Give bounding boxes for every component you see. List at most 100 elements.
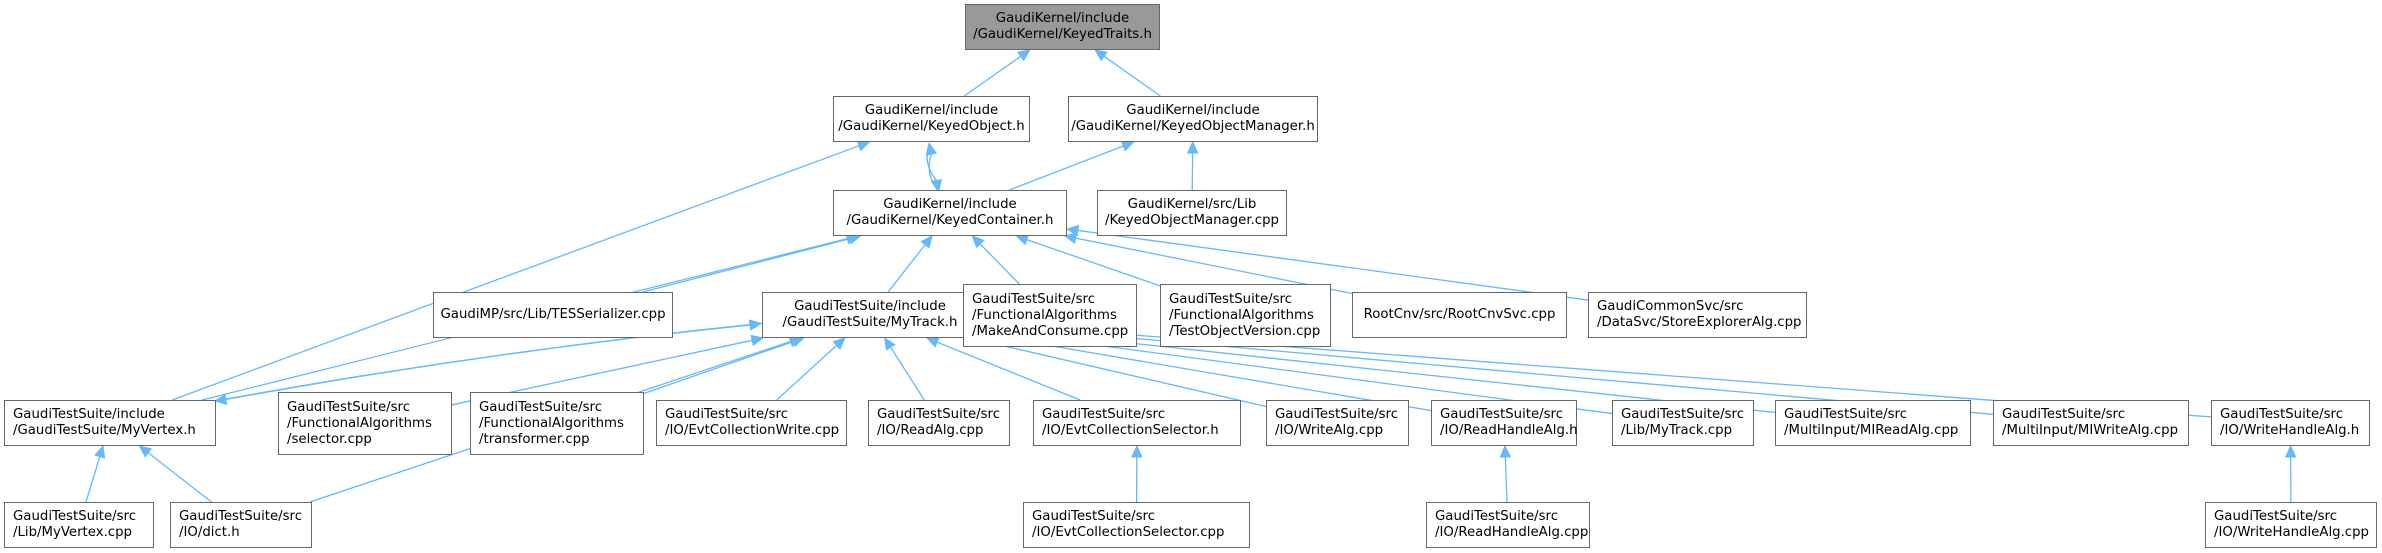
edge-arrowhead xyxy=(1065,224,1080,237)
node-label-line: /IO/ReadHandleAlg.h xyxy=(1440,423,1578,438)
node-label-line: /IO/ReadHandleAlg.cpp xyxy=(1435,525,1589,540)
node-label-line: /KeyedObjectManager.cpp xyxy=(1105,213,1279,228)
node-readhandlealg-h[interactable]: GaudiTestSuite/src /IO/ReadHandleAlg.h xyxy=(1431,400,1578,446)
node-label-line: GaudiCommonSvc/src xyxy=(1597,299,1744,314)
edge-arrowhead xyxy=(1063,232,1078,244)
edge-readhandlealg_cpp-to-readhandlealg_h xyxy=(1504,456,1508,503)
edge-arrowhead xyxy=(1015,234,1030,246)
node-label-line: /GaudiKernel/KeyedObject.h xyxy=(838,119,1025,134)
node-label-line: GaudiTestSuite/src xyxy=(1440,407,1564,422)
node-keyedcontainer-h[interactable]: GaudiKernel/include /GaudiKernel/KeyedCo… xyxy=(833,190,1067,236)
node-tesserializer-cpp[interactable]: GaudiMP/src/Lib/TESSerializer.cpp xyxy=(433,292,673,338)
node-keyedobjectmanager-cpp[interactable]: GaudiKernel/src/Lib /KeyedObjectManager.… xyxy=(1097,190,1287,236)
edge-arrowhead xyxy=(2284,444,2297,458)
node-label-line: /IO/dict.h xyxy=(179,525,240,540)
node-label-line: GaudiTestSuite/src xyxy=(2220,407,2344,422)
node-label-line: /IO/WriteHandleAlg.cpp xyxy=(2214,525,2369,540)
node-transformer-cpp[interactable]: GaudiTestSuite/src /FunctionalAlgorithms… xyxy=(470,392,644,455)
edge-arrowhead xyxy=(1120,140,1135,152)
node-myvertex-cpp[interactable]: GaudiTestSuite/src /Lib/MyVertex.cpp xyxy=(4,502,154,548)
node-label-line: GaudiTestSuite/src xyxy=(1435,509,1559,524)
edge-arrowhead xyxy=(750,334,765,347)
node-label-line: /selector.cpp xyxy=(287,431,372,447)
node-keyedtraits-h[interactable]: GaudiKernel/include /GaudiKernel/KeyedTr… xyxy=(965,4,1160,50)
edge-storeexploreralg-to-keyedcontainer xyxy=(1077,229,1589,301)
node-selector-cpp[interactable]: GaudiTestSuite/src /FunctionalAlgorithms… xyxy=(278,392,452,455)
edge-keyedcontainer-to-keyedobjectmanager_h xyxy=(1009,145,1124,191)
node-label-line: /GaudiTestSuite/MyVertex.h xyxy=(13,423,196,438)
node-writealg-cpp[interactable]: GaudiTestSuite/src /IO/WriteAlg.cpp xyxy=(1266,400,1409,446)
node-mytrack-cpp[interactable]: GaudiTestSuite/src /Lib/MyTrack.cpp xyxy=(1612,400,1754,446)
node-label-line: /IO/EvtCollectionSelector.h xyxy=(1042,423,1219,438)
node-mireadalg-cpp[interactable]: GaudiTestSuite/src /MultiInput/MIReadAlg… xyxy=(1775,400,1971,446)
edge-arrowhead xyxy=(1499,444,1512,458)
edge-mytrack_h-to-myvertex_h xyxy=(225,322,762,401)
node-label-line: /MakeAndConsume.cpp xyxy=(972,323,1129,339)
node-readalg-cpp[interactable]: GaudiTestSuite/src /IO/ReadAlg.cpp xyxy=(868,400,1010,446)
node-label-line: GaudiTestSuite/src xyxy=(2214,509,2338,524)
node-label-line: /GaudiKernel/KeyedTraits.h xyxy=(973,27,1152,42)
node-evtcollectionselector-h[interactable]: GaudiTestSuite/src /IO/EvtCollectionSele… xyxy=(1033,400,1241,446)
node-label-line: /FunctionalAlgorithms xyxy=(1169,307,1314,323)
edge-transformer-to-mytrack_h xyxy=(643,340,794,394)
node-mytrack-h[interactable]: GaudiTestSuite/include /GaudiTestSuite/M… xyxy=(762,292,978,338)
node-label-line: GaudiTestSuite/src xyxy=(1032,509,1156,524)
edge-writealg-to-mytrack_h xyxy=(980,339,1267,408)
node-label-line: /MultiInput/MIReadAlg.cpp xyxy=(1784,423,1959,438)
node-label-line: GaudiTestSuite/src xyxy=(479,399,603,415)
edge-testobjectversion-to-keyedcontainer xyxy=(1026,238,1161,287)
edge-arrowhead xyxy=(920,235,933,249)
edge-evtcollectionwrite-to-mytrack_h xyxy=(776,344,838,401)
node-keyedobjectmanager-h[interactable]: GaudiKernel/include /GaudiKernel/KeyedOb… xyxy=(1068,96,1318,142)
edge-keyedobject-to-keyedtraits xyxy=(963,55,1022,97)
node-label-line: GaudiKernel/include xyxy=(1126,103,1260,118)
node-makeandconsume-cpp[interactable]: GaudiTestSuite/src /FunctionalAlgorithms… xyxy=(963,284,1137,347)
node-label-line: GaudiTestSuite/src xyxy=(972,291,1096,307)
edge-tesserializer-to-keyedcontainer xyxy=(642,238,850,293)
node-rootcnvsvc-cpp[interactable]: RootCnv/src/RootCnvSvc.cpp xyxy=(1352,292,1567,338)
node-miwritealg-cpp[interactable]: GaudiTestSuite/src /MultiInput/MIWriteAl… xyxy=(1993,400,2189,446)
node-label-line: /GaudiKernel/KeyedObjectManager.h xyxy=(1071,119,1315,134)
node-readhandlealg-cpp[interactable]: GaudiTestSuite/src /IO/ReadHandleAlg.cpp xyxy=(1426,502,1590,548)
node-label-line: GaudiTestSuite/src xyxy=(179,509,303,524)
node-storeexploreralg-cpp[interactable]: GaudiCommonSvc/src /DataSvc/StoreExplore… xyxy=(1588,292,1807,338)
edge-readalg-to-mytrack_h xyxy=(890,346,925,401)
node-label-line: /FunctionalAlgorithms xyxy=(287,415,432,431)
node-label-line: GaudiTestSuite/src xyxy=(287,399,411,415)
edge-keyedobject-to-keyedcontainer xyxy=(926,143,937,181)
node-label-line: /Lib/MyTrack.cpp xyxy=(1621,423,1733,438)
edge-evtcollectionselector_h-to-mytrack_h xyxy=(936,341,1081,401)
node-label-line: GaudiTestSuite/src xyxy=(1169,291,1293,307)
node-label-line: /DataSvc/StoreExplorerAlg.cpp xyxy=(1597,315,1802,330)
node-dict-h[interactable]: GaudiTestSuite/src /IO/dict.h xyxy=(170,502,312,548)
node-keyedobject-h[interactable]: GaudiKernel/include /GaudiKernel/KeyedOb… xyxy=(833,96,1030,142)
node-label-line: GaudiKernel/src/Lib xyxy=(1127,197,1257,212)
edge-arrowhead xyxy=(1017,49,1031,62)
node-writehandlealg-h[interactable]: GaudiTestSuite/src /IO/WriteHandleAlg.h xyxy=(2211,400,2370,446)
node-label-line: /IO/WriteHandleAlg.h xyxy=(2220,423,2360,438)
node-label-line: /IO/ReadAlg.cpp xyxy=(877,423,984,438)
node-myvertex-h[interactable]: GaudiTestSuite/include /GaudiTestSuite/M… xyxy=(4,400,216,446)
node-label-line: GaudiKernel/include xyxy=(883,197,1017,212)
node-label-line: /Lib/MyVertex.cpp xyxy=(13,525,133,540)
node-label-line: GaudiTestSuite/src xyxy=(2002,407,2126,422)
node-label-line: GaudiTestSuite/include xyxy=(794,299,946,314)
edge-arrowhead xyxy=(213,393,228,406)
node-label-line: GaudiTestSuite/src xyxy=(1621,407,1745,422)
node-label-line: /transformer.cpp xyxy=(479,431,590,447)
node-evtcollectionwrite-cpp[interactable]: GaudiTestSuite/src /IO/EvtCollectionWrit… xyxy=(656,400,847,446)
edge-arrowhead xyxy=(138,445,153,458)
node-evtcollectionselector-cpp[interactable]: GaudiTestSuite/src /IO/EvtCollectionSele… xyxy=(1023,502,1250,548)
node-label-line: GaudiTestSuite/src xyxy=(1784,407,1908,422)
node-testobjectversion-cpp[interactable]: GaudiTestSuite/src /FunctionalAlgorithms… xyxy=(1160,284,1331,347)
node-writehandlealg-cpp[interactable]: GaudiTestSuite/src /IO/WriteHandleAlg.cp… xyxy=(2205,502,2377,548)
node-label-line: GaudiKernel/include xyxy=(995,11,1130,26)
edge-makeandconsume-to-keyedcontainer xyxy=(979,243,1020,285)
edge-arrowhead xyxy=(856,140,871,152)
node-label-line: GaudiTestSuite/src xyxy=(1042,407,1166,422)
node-label-line: /FunctionalAlgorithms xyxy=(972,307,1117,323)
node-label-line: GaudiTestSuite/src xyxy=(665,407,789,422)
edge-arrowhead xyxy=(884,336,896,351)
edge-keyedobjectmanager_h-to-keyedtraits xyxy=(1103,55,1161,97)
